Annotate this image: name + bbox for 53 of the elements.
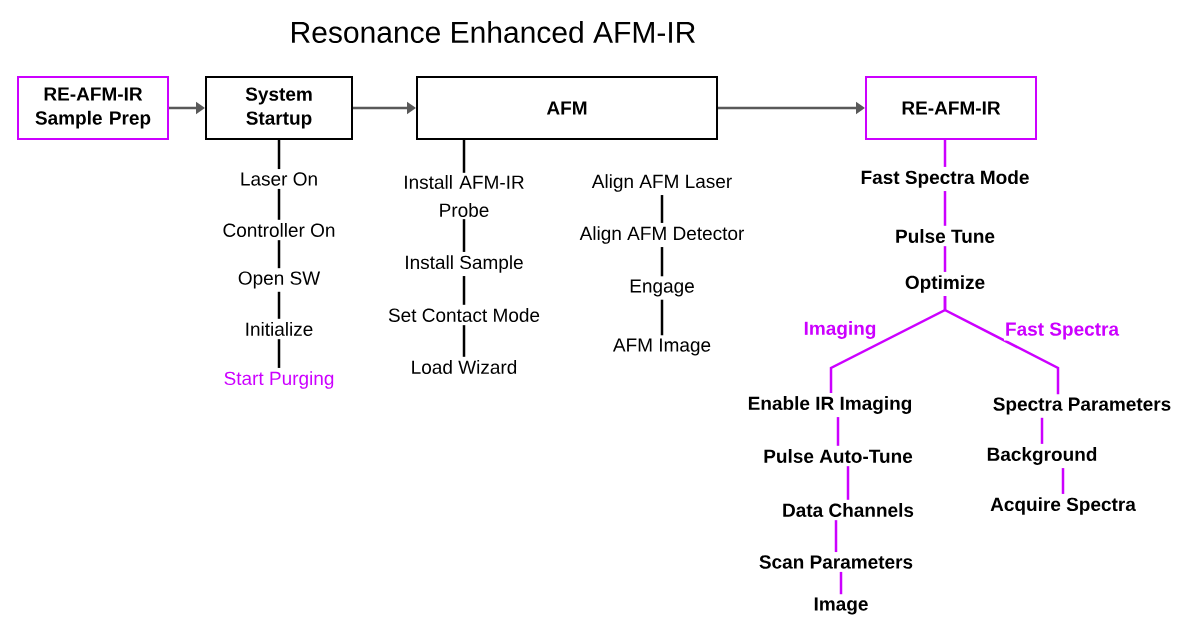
step-text: Background — [987, 447, 1097, 465]
edge-label: Fast Spectra — [1004, 321, 1121, 341]
step-text: Scan Parameters — [759, 555, 913, 569]
connector-line — [660, 247, 664, 277]
process-box: System Startup — [205, 76, 353, 140]
process-box: AFM — [416, 76, 718, 140]
edge-label: Imaging — [802, 320, 878, 340]
step-text: Optimize — [905, 275, 985, 293]
connector-line — [277, 140, 281, 170]
title: Resonance Enhanced AFM-IR — [292, 20, 695, 43]
connector-line — [846, 466, 850, 500]
connector-line — [1061, 468, 1065, 494]
connector-line — [462, 140, 466, 173]
step-text: Enable IR Imaging — [748, 396, 912, 414]
process-box: RE-AFM-IR Sample Prep — [17, 76, 169, 140]
connector-line — [836, 417, 840, 446]
step-text: Controller On — [223, 223, 335, 237]
connector-line — [660, 299, 664, 336]
step-text: Start Purging — [224, 371, 334, 389]
connector-line — [943, 191, 947, 226]
connector-line — [277, 291, 281, 319]
connector-line — [277, 240, 281, 269]
step-text: Data Channels — [783, 503, 914, 517]
connector-line — [943, 296, 1060, 395]
step-text: Engage — [630, 279, 694, 297]
connector-line — [277, 188, 281, 220]
step-text: Pulse Tune — [896, 229, 995, 243]
connector-line — [462, 276, 466, 305]
connector-line — [462, 219, 466, 252]
connector-line — [277, 339, 281, 368]
connector-line — [839, 571, 843, 595]
step-text: Install AFM-IR Probe — [405, 175, 524, 217]
step-text: Install Sample — [406, 255, 523, 273]
connector-line — [462, 325, 466, 357]
connector-line — [943, 246, 947, 272]
step-text: AFM Image — [612, 338, 711, 356]
step-text: Initialize — [246, 322, 313, 336]
process-box: RE-AFM-IR — [865, 76, 1037, 140]
step-text: Set Contact Mode — [388, 308, 540, 322]
step-text: Laser On — [241, 172, 317, 186]
step-text: Open SW — [238, 271, 321, 289]
step-text: Align AFM Laser — [591, 174, 732, 192]
connector-line — [943, 140, 947, 167]
step-text: Pulse Auto-Tune — [764, 449, 913, 463]
step-text: Fast Spectra Mode — [861, 170, 1029, 188]
step-text: Acquire Spectra — [990, 497, 1136, 515]
connector-line — [834, 520, 838, 553]
step-text: Align AFM Detector — [579, 226, 744, 244]
connector-line — [660, 195, 664, 223]
connector-line — [1040, 417, 1044, 444]
step-text: Image — [814, 597, 868, 615]
step-text: Spectra Parameters — [993, 397, 1171, 415]
step-text: Load Wizard — [412, 360, 517, 374]
